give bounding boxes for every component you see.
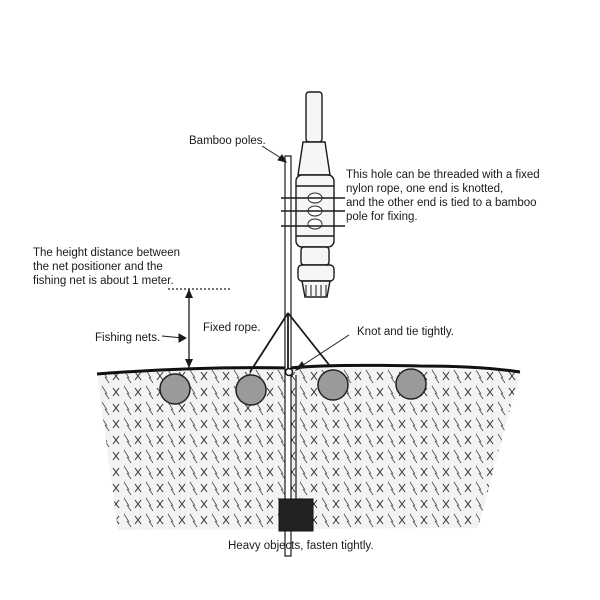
float	[317, 369, 349, 401]
threaded-ropes	[281, 197, 345, 227]
float	[159, 373, 191, 405]
fishing-nets-label: Fishing nets.	[95, 332, 161, 344]
heavy-weight	[278, 498, 314, 532]
hole-threading-note: This hole can be threaded with a fixed n…	[346, 169, 540, 223]
leader-arrows	[161, 145, 350, 371]
float	[235, 374, 267, 406]
net-positioner-device	[295, 91, 335, 298]
fishing-net	[96, 363, 521, 530]
fixed-rope	[249, 312, 331, 373]
heavy-objects-label: Heavy objects, fasten tightly.	[228, 540, 374, 552]
knot-label: Knot and tie tightly.	[357, 326, 454, 338]
net-headrope	[96, 363, 521, 376]
fixed-rope-label: Fixed rope.	[203, 322, 261, 334]
floats	[159, 368, 427, 406]
height-marker	[168, 288, 232, 368]
knot	[284, 367, 294, 377]
height-distance-note: The height distance between the net posi…	[33, 247, 181, 287]
float	[395, 368, 427, 400]
bamboo-poles-label: Bamboo poles.	[189, 135, 266, 147]
